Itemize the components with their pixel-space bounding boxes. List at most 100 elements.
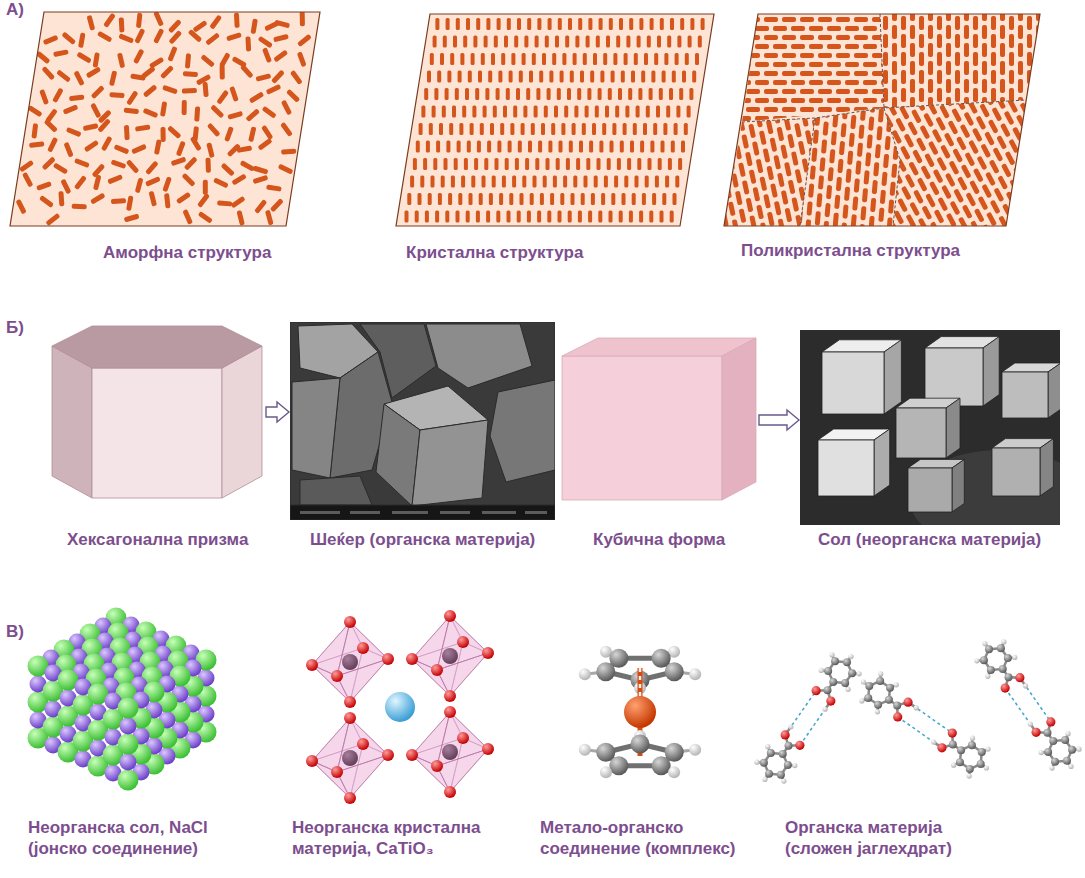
molecule-bar xyxy=(845,44,859,49)
molecule-bar xyxy=(854,107,868,112)
molecule-bar xyxy=(654,53,658,65)
molecule-bar xyxy=(410,176,414,188)
grain xyxy=(790,94,910,240)
molecule-bar xyxy=(842,204,848,218)
scale-bar xyxy=(300,511,340,514)
molecule-bar xyxy=(236,210,244,226)
molecule-bar xyxy=(594,176,598,188)
oxygen-atom xyxy=(457,636,469,648)
salt-cube xyxy=(896,408,946,458)
molecule-bar xyxy=(1036,97,1041,111)
molecule-bar xyxy=(587,88,591,100)
molecule-bar xyxy=(881,172,887,186)
oxygen-atom xyxy=(948,729,957,738)
molecule-bar xyxy=(579,141,583,153)
molecule-bar xyxy=(919,52,924,66)
molecule-bar xyxy=(560,193,564,205)
molecule-bar xyxy=(1021,142,1032,157)
molecule-bar xyxy=(868,216,874,230)
molecule-bar xyxy=(45,213,60,226)
molecule-bar xyxy=(728,107,742,112)
molecule-bar xyxy=(41,66,55,80)
molecule-bar xyxy=(818,35,832,40)
hydrogen-atom xyxy=(914,705,919,710)
molecule-bar xyxy=(679,88,683,100)
molecule-bar xyxy=(290,70,303,85)
molecule-bar xyxy=(883,52,888,66)
molecule-bar xyxy=(532,53,536,65)
molecule-bar xyxy=(912,149,923,164)
molecule-bar xyxy=(871,110,882,125)
molecule-bar xyxy=(794,123,802,138)
molecule-bar xyxy=(883,16,888,30)
molecule-bar xyxy=(424,88,428,100)
carbon-atom xyxy=(968,741,976,749)
molecule-bar xyxy=(1028,118,1039,133)
molecule-bar xyxy=(256,73,272,81)
molecule-bar xyxy=(521,123,525,135)
molecule-bar xyxy=(890,89,901,104)
molecule-bar xyxy=(609,18,613,30)
molecule-bar xyxy=(126,90,138,105)
molecule-bar xyxy=(556,158,560,170)
molecule-bar xyxy=(845,169,851,183)
hydrogen-atom xyxy=(967,773,972,778)
molecule-bar xyxy=(249,91,264,103)
molecule-bar xyxy=(1004,111,1015,126)
molecule-bar xyxy=(919,70,924,84)
molecule-bar xyxy=(964,43,969,57)
molecule-bar xyxy=(149,191,157,207)
molecule-bar xyxy=(198,211,213,224)
molecule-bar xyxy=(890,222,901,237)
molecule-bar xyxy=(983,91,994,106)
molecule-bar xyxy=(951,108,962,123)
molecule-bar xyxy=(950,201,961,216)
molecule-bar xyxy=(117,53,125,69)
oxygen-atom xyxy=(406,653,418,665)
molecule-bar xyxy=(542,53,546,65)
molecule-bar xyxy=(773,98,787,103)
molecule-bar xyxy=(656,106,660,118)
molecule-bar xyxy=(1027,106,1032,120)
molecule-bar xyxy=(476,18,480,30)
molecule-bar xyxy=(495,158,499,170)
salt-cube xyxy=(983,337,999,406)
oxygen-atom xyxy=(406,749,418,761)
molecule-bar xyxy=(111,198,126,204)
molecule-bar xyxy=(816,193,822,207)
molecule-bar xyxy=(535,36,539,48)
molecule-bar xyxy=(741,134,749,149)
molecule-bar xyxy=(764,89,778,94)
molecule-bar xyxy=(773,8,787,13)
molecule-bar xyxy=(791,26,805,31)
molecule-bar xyxy=(533,176,537,188)
molecule-bar xyxy=(559,141,563,153)
molecule-bar xyxy=(153,28,164,44)
hydrogen-bond xyxy=(908,702,952,733)
molecule-bar xyxy=(809,26,823,31)
molecule-bar xyxy=(266,185,282,192)
sodium-ion xyxy=(120,754,137,771)
molecule-bar xyxy=(1025,171,1036,186)
molecule-bar xyxy=(435,18,439,30)
carbon-atom xyxy=(980,656,988,664)
oxygen-atom xyxy=(344,712,356,724)
molecule-bar xyxy=(936,157,947,172)
molecule-bar xyxy=(297,51,307,67)
molecule-bar xyxy=(982,25,987,39)
molecule-bar xyxy=(764,53,778,58)
molecule-bar xyxy=(586,158,590,170)
molecule-bar xyxy=(695,53,699,65)
molecule-bar xyxy=(888,199,894,213)
molecule-bar xyxy=(860,107,866,121)
molecule-bar xyxy=(973,88,978,102)
molecule-bar xyxy=(551,123,555,135)
molecule-bar xyxy=(300,11,305,26)
molecule-bar xyxy=(803,138,809,152)
molecule-bar xyxy=(813,130,819,144)
molecule-bar xyxy=(880,166,891,181)
molecule-bar xyxy=(599,18,603,30)
molecule-bar xyxy=(996,135,1007,150)
molecule-bar xyxy=(788,225,796,240)
scale-bar xyxy=(440,511,470,514)
